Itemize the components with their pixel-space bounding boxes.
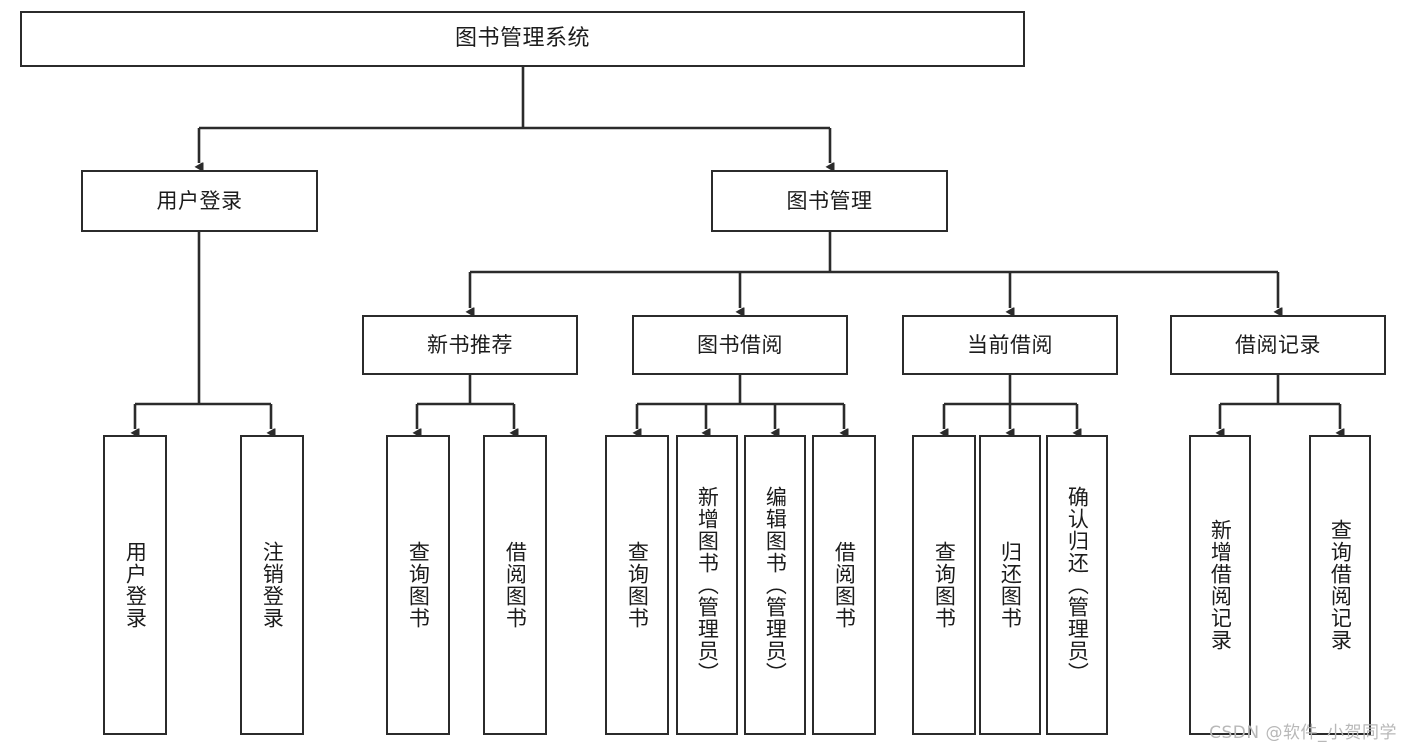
node-label: 新增图书（管理员）: [695, 486, 720, 684]
leaf-edit-book[interactable]: 编辑图书（管理员）: [744, 435, 806, 735]
node-label: 编辑图书（管理员）: [763, 486, 788, 684]
leaf-query-book-1[interactable]: 查询图书: [386, 435, 450, 735]
leaf-borrow-book-1[interactable]: 借阅图书: [483, 435, 547, 735]
node-label: 图书管理系统: [454, 26, 590, 52]
node-label: 新书推荐: [427, 332, 513, 357]
leaf-logout[interactable]: 注销登录: [240, 435, 304, 735]
node-new-book-recommend[interactable]: 新书推荐: [362, 315, 578, 375]
node-user-login[interactable]: 用户登录: [81, 170, 318, 232]
node-label: 图书管理: [786, 188, 873, 213]
node-label: 确认归还（管理员）: [1065, 486, 1090, 684]
node-label: 新增借阅记录: [1208, 519, 1233, 651]
node-label: 借阅图书: [503, 541, 528, 629]
node-label: 借阅记录: [1235, 332, 1321, 357]
leaf-user-login[interactable]: 用户登录: [103, 435, 167, 735]
leaf-add-book[interactable]: 新增图书（管理员）: [676, 435, 738, 735]
node-label: 当前借阅: [967, 332, 1053, 357]
node-root-system[interactable]: 图书管理系统: [20, 11, 1025, 67]
node-label: 图书借阅: [697, 332, 783, 357]
leaf-confirm-return[interactable]: 确认归还（管理员）: [1046, 435, 1108, 735]
node-label: 查询图书: [406, 541, 431, 629]
node-label: 借阅图书: [832, 541, 857, 629]
node-label: 用户登录: [156, 188, 243, 213]
leaf-borrow-book-2[interactable]: 借阅图书: [812, 435, 876, 735]
node-label: 查询图书: [625, 541, 650, 629]
node-book-manage[interactable]: 图书管理: [711, 170, 948, 232]
node-book-borrow[interactable]: 图书借阅: [632, 315, 848, 375]
node-label: 用户登录: [123, 541, 148, 629]
leaf-query-book-2[interactable]: 查询图书: [605, 435, 669, 735]
node-current-borrow[interactable]: 当前借阅: [902, 315, 1118, 375]
node-label: 注销登录: [260, 541, 285, 629]
node-borrow-record[interactable]: 借阅记录: [1170, 315, 1386, 375]
leaf-add-record[interactable]: 新增借阅记录: [1189, 435, 1251, 735]
node-label: 查询图书: [932, 541, 957, 629]
leaf-return-book[interactable]: 归还图书: [979, 435, 1041, 735]
leaf-query-record[interactable]: 查询借阅记录: [1309, 435, 1371, 735]
node-label: 归还图书: [998, 541, 1023, 629]
leaf-query-book-3[interactable]: 查询图书: [912, 435, 976, 735]
node-label: 查询借阅记录: [1328, 519, 1353, 651]
